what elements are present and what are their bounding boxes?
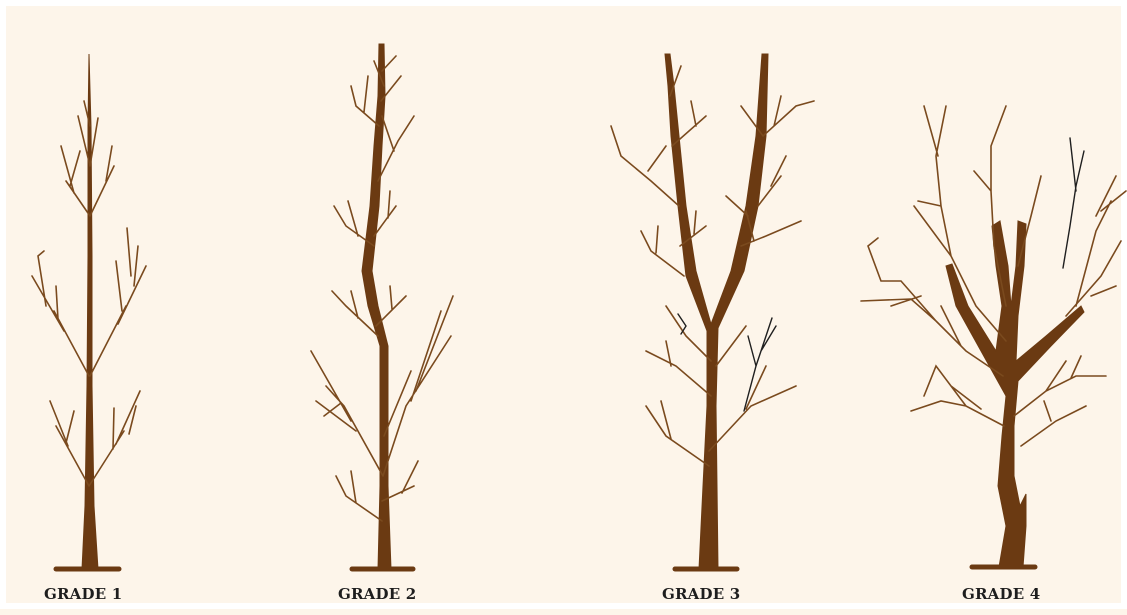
grade-label-3: GRADE 3: [662, 585, 740, 603]
tree-illustrations: [6, 6, 1127, 615]
trunk: [362, 44, 391, 569]
tree-grade-4: [861, 106, 1126, 567]
tree-grade-2: [311, 44, 453, 569]
tree-grade-1: [32, 54, 146, 569]
grade-label-1: GRADE 1: [44, 585, 122, 603]
pruned-cut: [678, 314, 776, 411]
trunk: [946, 221, 1084, 567]
trunk: [665, 54, 768, 569]
tree-grade-3: [611, 54, 814, 569]
grade-label-2: GRADE 2: [338, 585, 416, 603]
pruned-cut: [1063, 138, 1084, 268]
grade-label-4: GRADE 4: [962, 585, 1040, 603]
branch: [861, 106, 1126, 446]
